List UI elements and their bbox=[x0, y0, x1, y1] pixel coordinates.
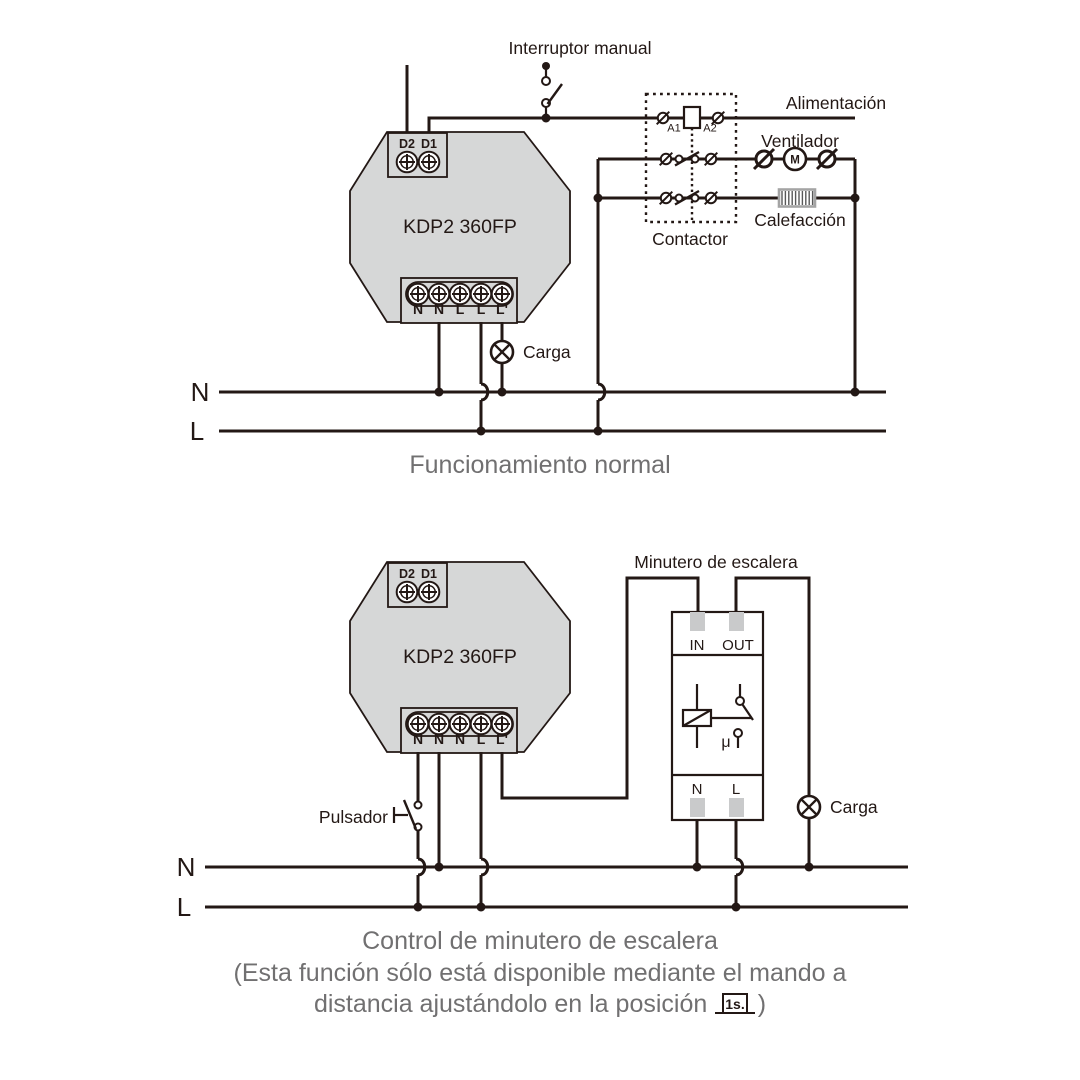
timer-n-label: N bbox=[692, 781, 703, 798]
motor-m-label: M bbox=[790, 155, 800, 167]
junction-dot bbox=[593, 193, 603, 203]
junction-dot bbox=[434, 862, 444, 872]
device-body bbox=[349, 131, 571, 323]
junction-dot bbox=[850, 193, 860, 203]
bottom-caption-line2: (Esta función sólo está disponible media… bbox=[233, 958, 847, 987]
load-lamp-icon bbox=[796, 794, 822, 820]
timer-relay-icon: μ bbox=[681, 684, 754, 751]
bus-n-label: N bbox=[191, 377, 210, 407]
coil-a2-label: A2 bbox=[703, 123, 716, 135]
pulse-1s-icon: 1s. bbox=[715, 993, 755, 1014]
timer-l-pad bbox=[729, 798, 744, 817]
alimentacion-label: Alimentación bbox=[786, 93, 886, 113]
bus-n-label: N bbox=[177, 852, 196, 882]
junction-dot bbox=[476, 902, 486, 912]
terminal-icon bbox=[752, 147, 776, 171]
terminal-label: L' bbox=[496, 301, 508, 317]
contactor-coil bbox=[682, 105, 702, 130]
timer-in-pad bbox=[690, 612, 705, 631]
bus-l-label: L bbox=[177, 892, 191, 922]
device-kdp2-bottom: D2 D1 KDP2 360FP N N N L L' bbox=[349, 561, 571, 754]
timer-in-label: IN bbox=[690, 637, 705, 654]
carga-label: Carga bbox=[830, 797, 878, 817]
device-model-label: KDP2 360FP bbox=[403, 646, 517, 668]
screw-icon bbox=[395, 150, 419, 174]
heating-resistor-icon bbox=[777, 188, 817, 208]
terminal-label-d1: D1 bbox=[421, 137, 437, 151]
bottom-diagram: D2 D1 KDP2 360FP N N N L L' Pu bbox=[177, 552, 908, 922]
junction-dot bbox=[476, 426, 486, 436]
terminal-label-d1: D1 bbox=[421, 567, 437, 581]
contactor-group: A1 A2 bbox=[644, 92, 738, 224]
mu-label: μ bbox=[721, 734, 730, 751]
timer-l-label: L bbox=[732, 781, 740, 798]
d2d1-terminal-block bbox=[387, 562, 448, 608]
terminal-label-d2: D2 bbox=[399, 137, 415, 151]
terminal-label: N bbox=[434, 731, 444, 747]
wire-d1-to-supply bbox=[427, 116, 855, 132]
carga-label: Carga bbox=[523, 342, 571, 362]
pulse-leading-edge bbox=[715, 1009, 723, 1014]
ventilador-label: Ventilador bbox=[761, 131, 839, 151]
timer-out-label: OUT bbox=[722, 637, 754, 654]
contactor-label: Contactor bbox=[652, 229, 728, 249]
terminal-label: N bbox=[413, 301, 423, 317]
device-model-label: KDP2 360FP bbox=[403, 216, 517, 238]
timer-n-pad bbox=[690, 798, 705, 817]
junction-dot bbox=[804, 862, 814, 872]
timer-group: μ IN OUT N L bbox=[670, 610, 765, 822]
terminal-label: L bbox=[456, 301, 465, 317]
device-kdp2-top: D2 D1 KDP2 360FP N N L L L' bbox=[349, 131, 571, 324]
screw-icon bbox=[417, 580, 441, 604]
terminal-label: N bbox=[455, 731, 465, 747]
junction-dot bbox=[731, 902, 741, 912]
pulsador-label: Pulsador bbox=[319, 807, 388, 827]
wire-lprime-to-timer-in bbox=[500, 576, 700, 800]
terminal-label: L bbox=[477, 731, 486, 747]
bottom-caption: Control de minutero de escalera (Esta fu… bbox=[0, 926, 1080, 1021]
terminal-label-d2: D2 bbox=[399, 567, 415, 581]
contactor-contact-1 bbox=[658, 150, 719, 167]
junction-dot bbox=[413, 902, 423, 912]
terminal-label: N bbox=[413, 731, 423, 747]
device-body bbox=[349, 561, 571, 753]
terminal-label: L' bbox=[496, 731, 508, 747]
contactor-dashed-box bbox=[644, 92, 738, 224]
junction-dot bbox=[850, 387, 860, 397]
d2d1-terminal-block bbox=[387, 132, 448, 178]
top-diagram: D2 D1 KDP2 360FP N N L L L' bbox=[190, 38, 886, 446]
top-caption-text: Funcionamiento normal bbox=[409, 451, 671, 479]
bus-l-label: L bbox=[190, 416, 204, 446]
bottom-caption-line3: distancia ajustándolo en la posición 1s.) bbox=[0, 989, 1080, 1021]
contactor-contact-2 bbox=[658, 189, 719, 206]
motor-icon bbox=[782, 146, 808, 172]
junction-dot bbox=[497, 387, 507, 397]
pulse-1s-box: 1s. bbox=[722, 993, 748, 1014]
terminal-icon bbox=[815, 147, 839, 171]
bottom-caption-close-paren: ) bbox=[757, 990, 767, 1018]
junction-dot bbox=[434, 387, 444, 397]
load-lamp-icon bbox=[489, 339, 515, 365]
wire-timer-out-to-lamp bbox=[734, 576, 811, 867]
top-caption: Funcionamiento normal bbox=[0, 450, 1080, 482]
minutero-label: Minutero de escalera bbox=[634, 552, 798, 572]
fan-group: M bbox=[752, 146, 839, 172]
calefaccion-label: Calefacción bbox=[754, 210, 845, 230]
interruptor-manual-label: Interruptor manual bbox=[509, 38, 652, 58]
screw-icon bbox=[417, 150, 441, 174]
screw-icon bbox=[395, 580, 419, 604]
pushbutton-icon bbox=[392, 799, 423, 832]
bottom-caption-line1: Control de minutero de escalera bbox=[362, 927, 718, 955]
timer-out-pad bbox=[729, 612, 744, 631]
pulse-trailing-edge bbox=[747, 1009, 755, 1014]
manual-switch-icon bbox=[541, 62, 563, 123]
terminal-label: L bbox=[477, 301, 486, 317]
bottom-caption-line3-text: distancia ajustándolo en la posición bbox=[313, 990, 708, 1018]
junction-dot bbox=[692, 862, 702, 872]
coil-a1-label: A1 bbox=[667, 123, 680, 135]
terminal-label: N bbox=[434, 301, 444, 317]
junction-dot bbox=[593, 426, 603, 436]
